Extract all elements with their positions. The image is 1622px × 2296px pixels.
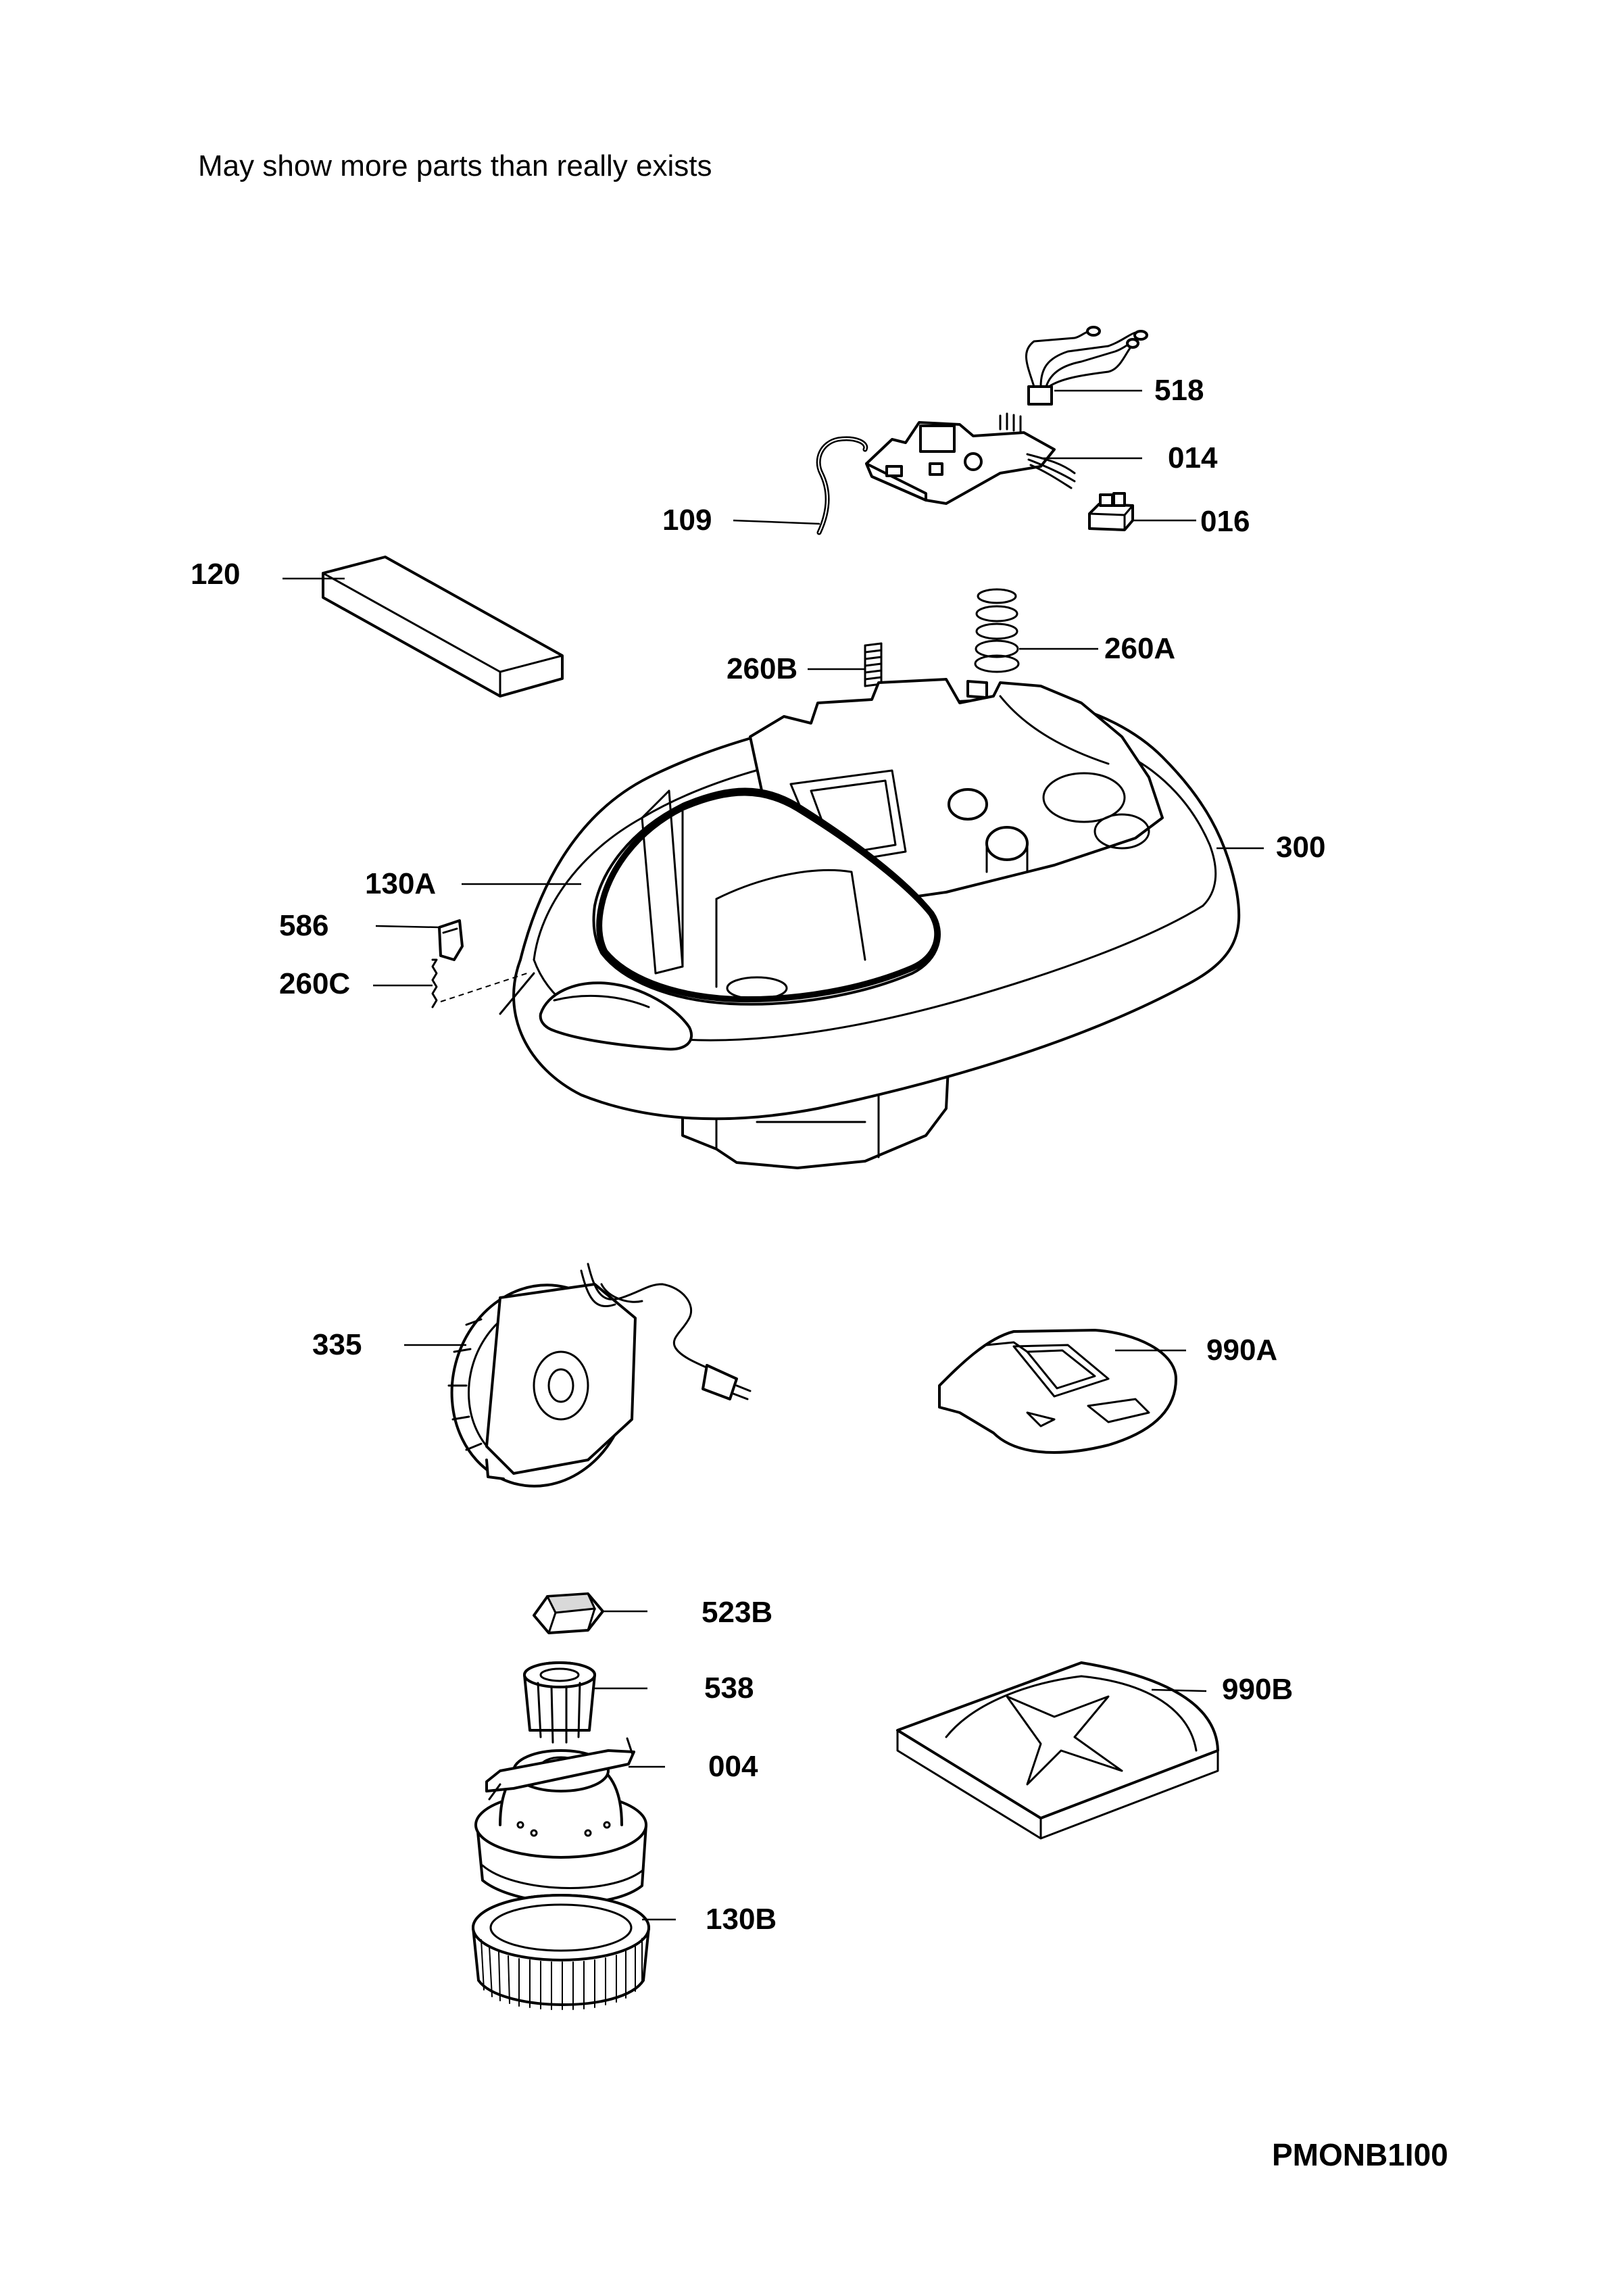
- leader-990B: [1151, 1688, 1207, 1692]
- part-004-motor: [474, 1737, 647, 1905]
- label-990B: 990B: [1222, 1673, 1293, 1706]
- label-586: 586: [279, 909, 328, 942]
- part-300-main-housing: [499, 678, 1241, 1169]
- label-130B: 130B: [706, 1903, 777, 1936]
- part-586-latch: [438, 919, 464, 961]
- assembly-line-260C: [440, 973, 528, 1002]
- part-016-switch: [1088, 492, 1134, 531]
- label-260C: 260C: [279, 967, 350, 1000]
- leader-586: [375, 925, 440, 929]
- label-990A: 990A: [1206, 1334, 1277, 1367]
- drawing-code: PMONB1I00: [1272, 2137, 1448, 2172]
- label-335: 335: [312, 1328, 362, 1361]
- part-260B-small-spring: [864, 642, 883, 687]
- leader-109: [733, 519, 820, 525]
- label-523B: 523B: [702, 1596, 772, 1629]
- part-260C-spring: [431, 958, 438, 1008]
- disclaimer-note: May show more parts than really exists: [198, 149, 712, 182]
- label-260B: 260B: [727, 652, 797, 685]
- part-130B-ring-gasket: [472, 1894, 650, 2010]
- part-120-filter-block: [322, 556, 564, 698]
- label-120: 120: [191, 558, 240, 591]
- part-014-control-board: [865, 412, 1076, 505]
- label-538: 538: [704, 1671, 754, 1705]
- label-016: 016: [1200, 505, 1250, 538]
- label-109: 109: [662, 504, 712, 537]
- part-109-cable: [816, 436, 868, 535]
- label-300: 300: [1276, 831, 1325, 864]
- label-014: 014: [1168, 441, 1218, 474]
- part-523B-block: [533, 1592, 604, 1634]
- part-335-cable-reel: [447, 1263, 752, 1488]
- part-518-wire-harness: [1025, 326, 1148, 406]
- label-260A: 260A: [1104, 632, 1175, 665]
- part-260A-large-spring: [974, 588, 1020, 673]
- part-990B-manual-sheet: [896, 1661, 1219, 1840]
- label-130A: 130A: [365, 867, 436, 900]
- label-518: 518: [1154, 374, 1204, 407]
- part-538-cap: [523, 1661, 596, 1744]
- part-990A-card: [938, 1329, 1177, 1454]
- label-004: 004: [708, 1750, 758, 1783]
